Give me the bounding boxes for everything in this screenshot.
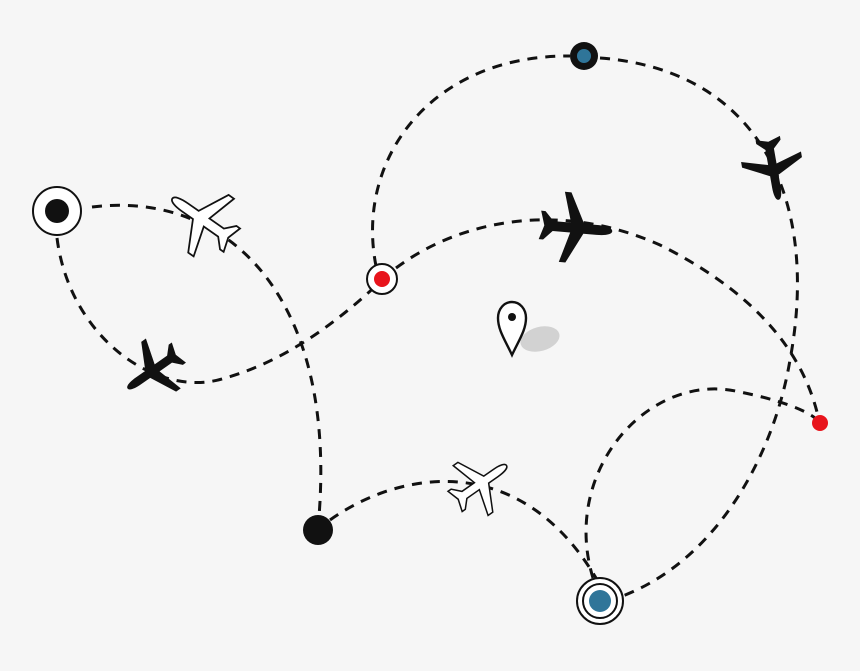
map-pin: [496, 300, 560, 358]
node-bottom-black: [303, 515, 333, 545]
pin-shadow: [520, 326, 560, 352]
node-right-red: [812, 415, 828, 431]
airplane-silhouette-icon: [737, 132, 809, 206]
map-pin-icon: [496, 300, 528, 358]
route-bottom-blue-to-right-red: [584, 387, 816, 579]
route-bottom-black-to-bottom-blue: [329, 480, 598, 579]
route-origin-to-bottom-black: [91, 203, 323, 529]
route-hub-to-top-blue: [371, 54, 571, 267]
airplane-silhouette-icon: [110, 327, 197, 414]
node-origin-left: [32, 186, 82, 236]
route-origin-to-hub: [55, 237, 382, 384]
route-lines: [55, 54, 820, 599]
route-nodes: [32, 42, 828, 625]
airplane-outline-icon: [436, 439, 525, 528]
airplane-outline-icon: [151, 168, 253, 270]
airplane-silhouette-icon: [536, 189, 616, 267]
node-bottom-blue: [576, 577, 624, 625]
route-top-blue-to-bottom-blue: [599, 56, 799, 599]
pin-dot: [508, 313, 516, 321]
route-hub-to-right-red: [395, 218, 820, 417]
node-top-blue: [570, 42, 598, 70]
node-hub-center-red: [366, 263, 398, 295]
airplanes: [110, 132, 809, 528]
